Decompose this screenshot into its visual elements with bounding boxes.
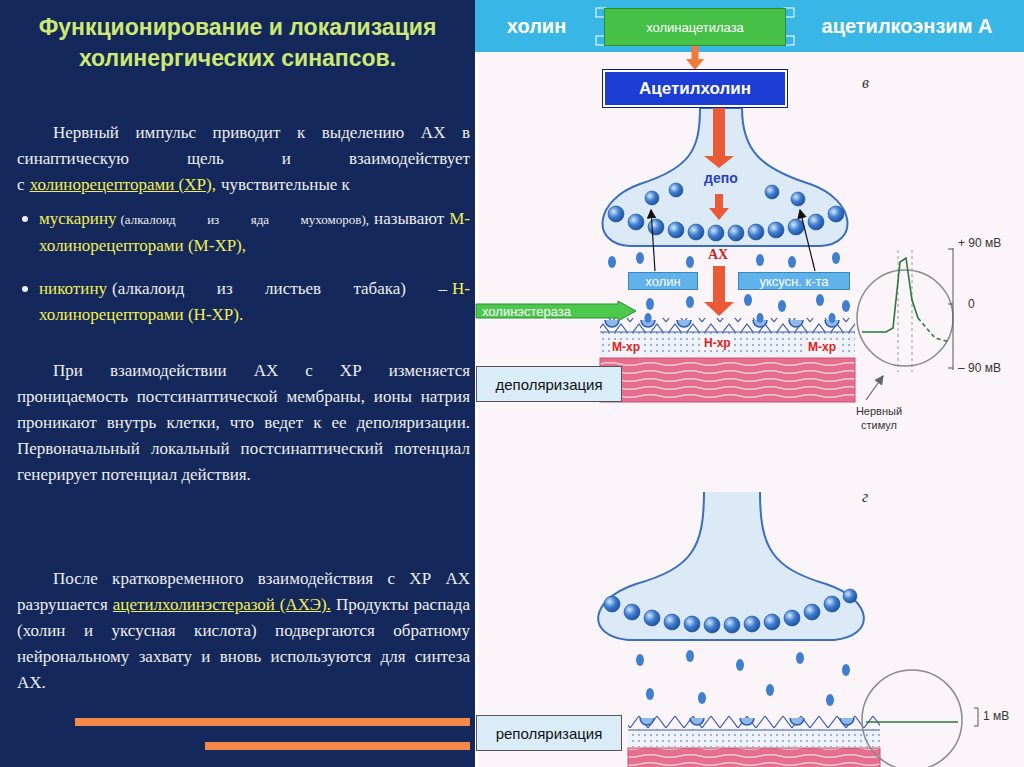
paragraph: Нервный импульс приводит к выделению АХ … bbox=[17, 120, 470, 198]
figure-letter: в bbox=[862, 74, 869, 92]
slide-text: чувствительные к bbox=[221, 175, 350, 194]
paragraph: После кратковременного взаимодействия с … bbox=[17, 566, 470, 696]
bullet-dot bbox=[22, 286, 28, 292]
substance-box: Ацетилхолин bbox=[603, 70, 787, 107]
node-text: ацетилкоэнзим А bbox=[822, 15, 993, 38]
slide-text: (алкалоид из яда мухоморов), bbox=[120, 212, 369, 227]
paragraph: При взаимодействии АХ с ХР изменяется пр… bbox=[17, 358, 470, 488]
substance-label: АХ bbox=[706, 247, 730, 263]
enzyme-box: холинацетилаза bbox=[604, 8, 786, 46]
node-text: уксусн. к-та bbox=[759, 274, 828, 289]
phase-box: деполяризация bbox=[476, 366, 622, 402]
scale-value: 0 bbox=[968, 297, 975, 311]
arrow-head bbox=[686, 59, 704, 70]
node-text: холинэстераза bbox=[482, 304, 571, 319]
slide-text: холинорецепторами (ХР), bbox=[30, 175, 216, 194]
slide-text: мускарину bbox=[39, 209, 117, 228]
flow-arrow bbox=[686, 46, 704, 70]
node-text: холин bbox=[507, 15, 566, 38]
slide-text: При взаимодействии АХ с ХР изменяется пр… bbox=[17, 361, 470, 484]
node-text: реполяризация bbox=[496, 725, 603, 742]
slide-text: никотину bbox=[39, 279, 107, 298]
slide-title: Функционирование и локализация холинерги… bbox=[15, 12, 460, 74]
product-box: уксусн. к-та bbox=[738, 272, 850, 290]
receptor-label: М-хр bbox=[806, 340, 838, 354]
band-cell: холин bbox=[475, 0, 598, 52]
receptor-label: М-хр bbox=[610, 340, 642, 354]
arrow-shaft bbox=[692, 46, 699, 59]
arrow-outline bbox=[476, 301, 636, 321]
band-cell: ацетилкоэнзим А bbox=[790, 0, 1024, 52]
slide-text: называют bbox=[374, 209, 444, 228]
node-text: холинацетилаза bbox=[646, 20, 744, 35]
receptor-label: Н-хр bbox=[702, 336, 733, 350]
slide-text: ацетилхолинэстеразой (АХЭ). bbox=[113, 595, 331, 614]
stimulus-note: Нервный стимул bbox=[843, 404, 915, 432]
bullet-item: никотину(алкалоид из листьев табака) –Н-… bbox=[17, 276, 470, 328]
bullet-item: мускарину(алкалоид из яда мухоморов), наз… bbox=[17, 206, 470, 259]
scale-value: + 90 мВ bbox=[958, 236, 1001, 250]
bullet-dot bbox=[22, 216, 28, 222]
node-text: деполяризация bbox=[495, 376, 602, 393]
slide-text: (алкалоид из листьев табака) – bbox=[112, 279, 447, 298]
scale-value: 1 мВ bbox=[983, 709, 1009, 723]
phase-box: реполяризация bbox=[476, 715, 622, 751]
enzyme-arrow: холинэстераза bbox=[476, 301, 636, 321]
product-box: холин bbox=[628, 272, 698, 290]
figure-letter: г bbox=[862, 488, 868, 506]
node-text: холин bbox=[645, 274, 680, 289]
part-label: депо bbox=[702, 170, 740, 186]
node-text: Ацетилхолин bbox=[639, 79, 751, 99]
scale-value: – 90 мВ bbox=[958, 361, 1001, 375]
